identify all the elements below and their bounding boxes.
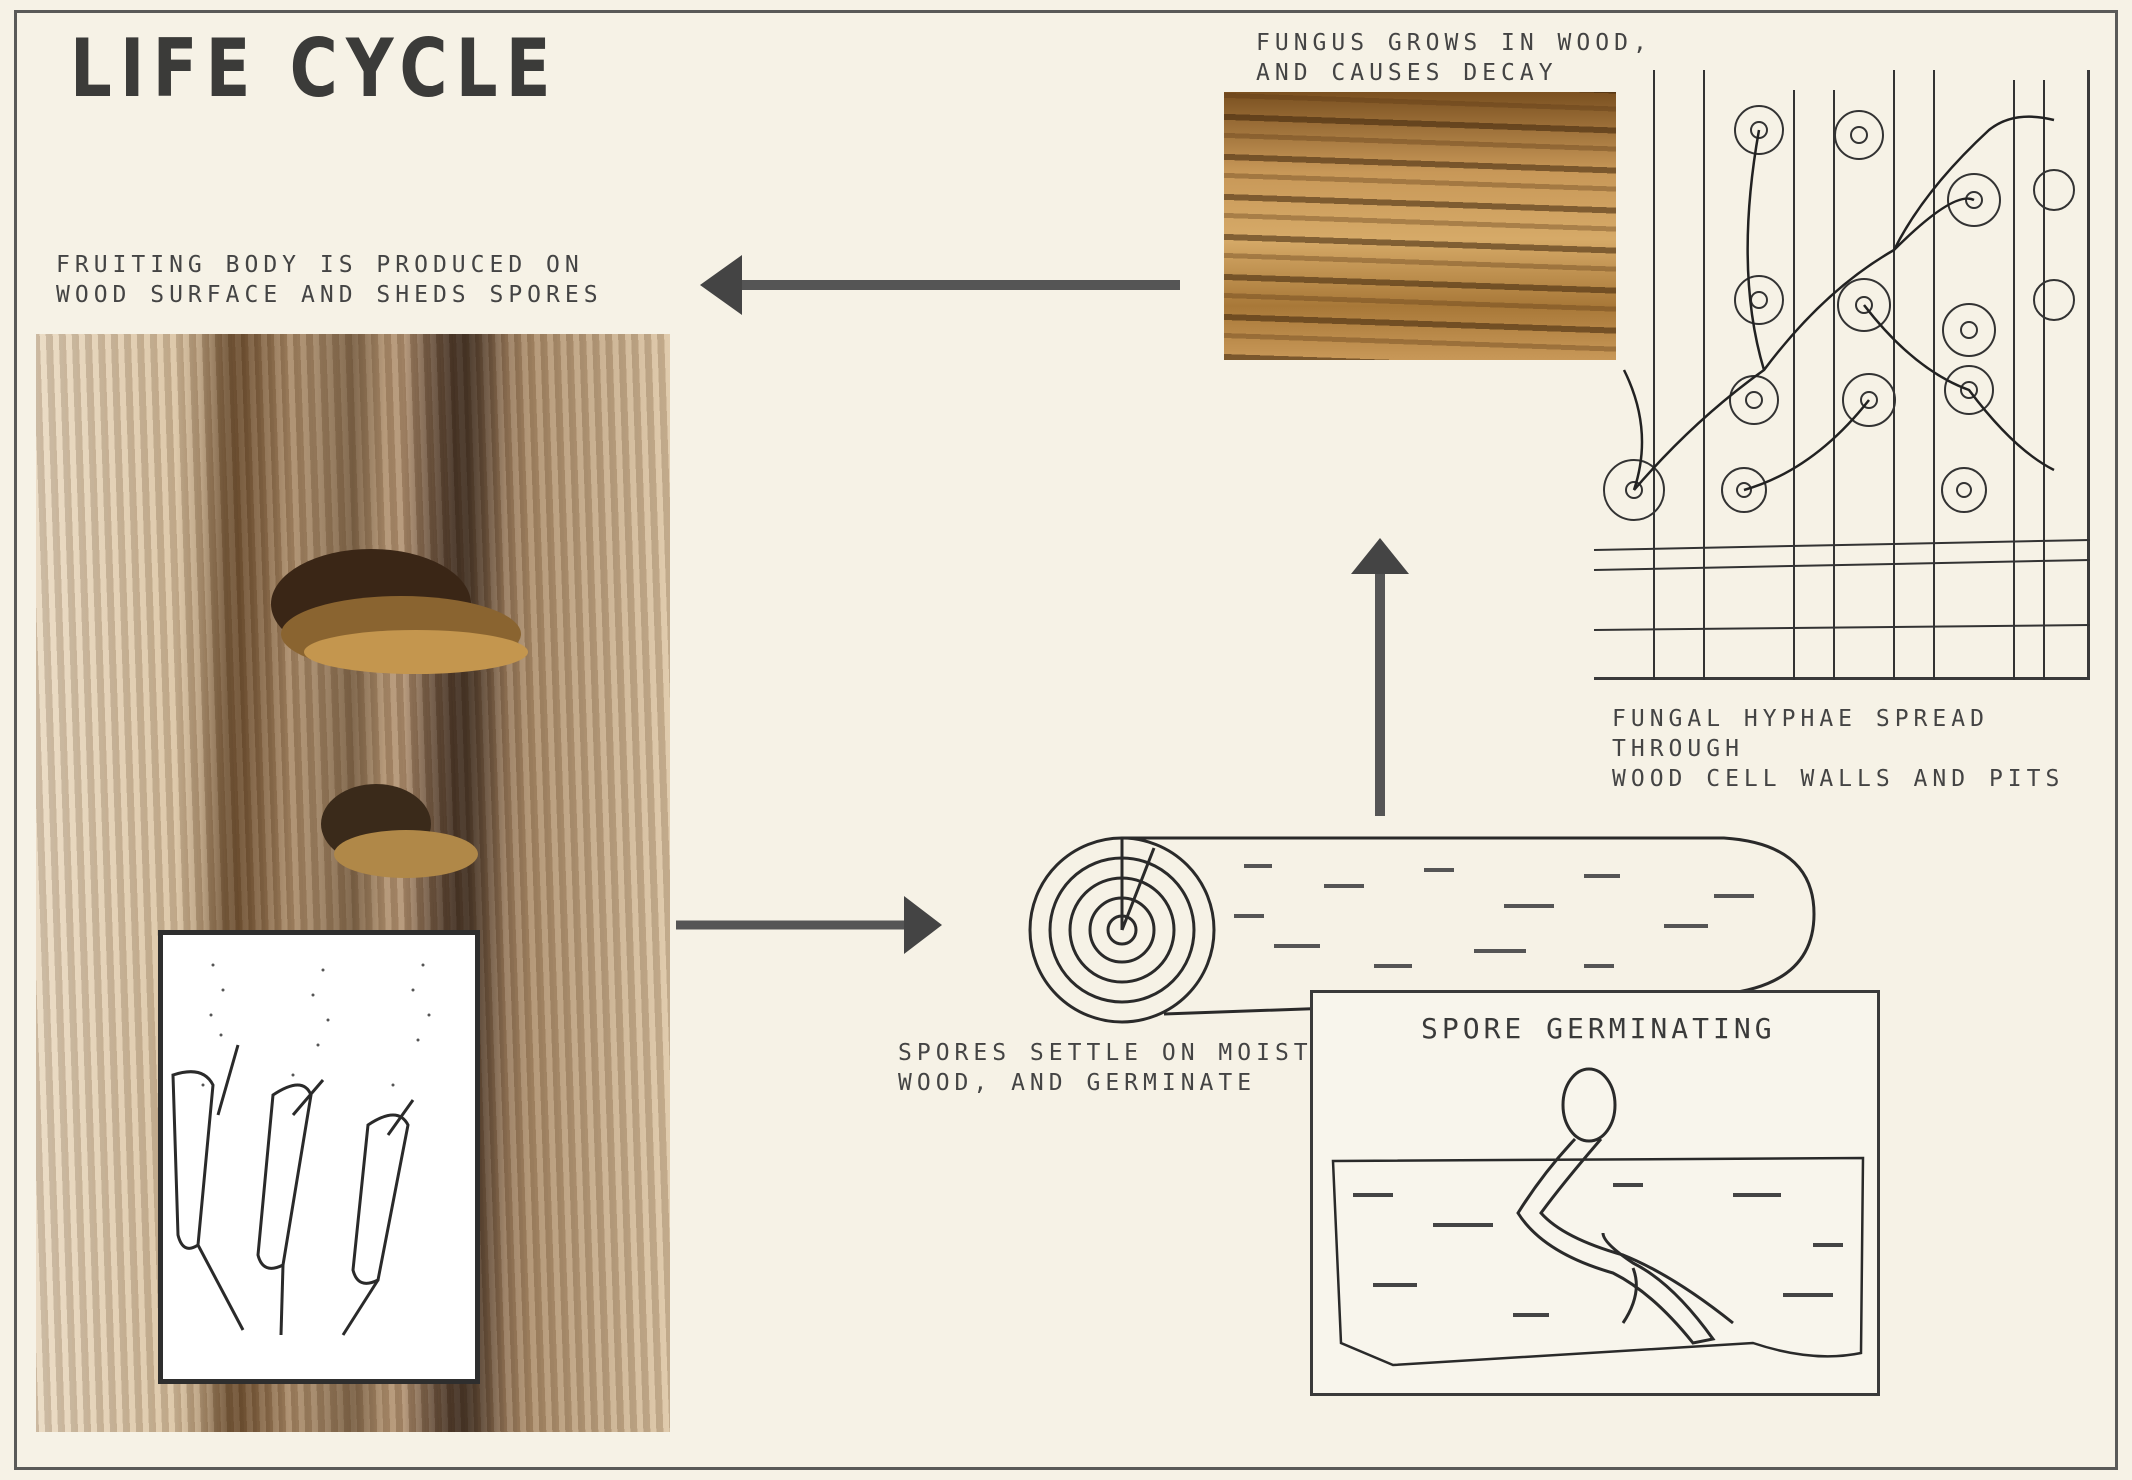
arrow-to-fungus-grows xyxy=(1345,538,1415,818)
spore-germinating-drawing xyxy=(1313,993,1877,1393)
caption-spores-settle: SPORES SETTLE ON MOIST WOOD, AND GERMINA… xyxy=(898,1038,1313,1098)
page-title: LIFE CYCLE xyxy=(70,22,559,115)
wood-cells-hyphae-illustration xyxy=(1594,70,2090,680)
arrow-to-spores-settle xyxy=(676,890,946,960)
wood-decay-photo xyxy=(1224,92,1616,360)
spore-germinating-label: SPORE GERMINATING xyxy=(1421,1012,1776,1045)
spore-release-inset xyxy=(158,930,480,1384)
arrow-to-fruiting-body xyxy=(700,250,1190,320)
caption-hyphae-spread: FUNGAL HYPHAE SPREAD THROUGH WOOD CELL W… xyxy=(1612,704,2132,794)
caption-fruiting-body: FRUITING BODY IS PRODUCED ON WOOD SURFAC… xyxy=(56,250,603,310)
spore-release-drawing xyxy=(163,935,475,1379)
caption-fungus-grows: FUNGUS GROWS IN WOOD, AND CAUSES DECAY xyxy=(1256,28,1652,88)
spore-germinating-inset xyxy=(1310,990,1880,1396)
hyphae-drawing xyxy=(1594,70,2090,680)
